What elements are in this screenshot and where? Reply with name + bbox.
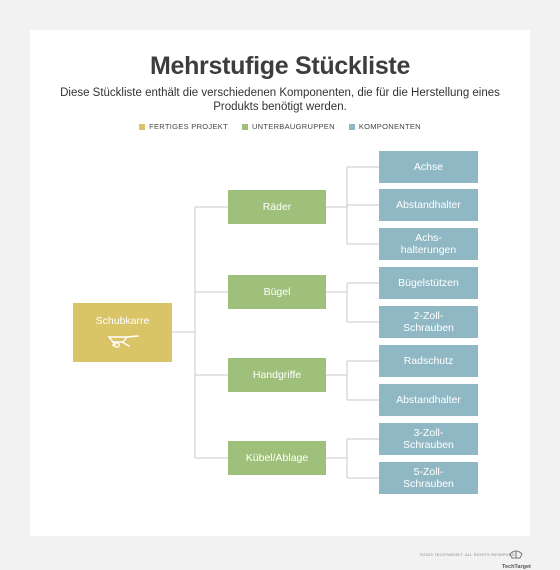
logo-text: TechTarget <box>502 564 531 570</box>
legend-swatch <box>139 123 146 130</box>
component-label: Radschutz <box>403 355 454 367</box>
wheelbarrow-icon <box>105 334 141 351</box>
legend-swatch <box>348 123 355 130</box>
subassembly-label: Räder <box>262 201 292 213</box>
component-node-5-zoll-schrauben: 5-Zoll- Schrauben <box>379 462 478 494</box>
logo-icon <box>509 546 524 564</box>
component-label: Achse <box>413 161 444 173</box>
subassembly-label: Bügel <box>263 286 291 298</box>
subassembly-node-handgriffe: Handgriffe <box>228 358 326 392</box>
component-label: 5-Zoll- Schrauben <box>403 466 454 490</box>
component-label: 2-Zoll- Schrauben <box>403 310 454 334</box>
component-node-buegelstuetzen: Bügelstützen <box>379 267 478 299</box>
root-label: Schubkarre <box>95 314 150 327</box>
component-label: 3-Zoll- Schrauben <box>403 427 454 451</box>
techtarget-logo: TechTarget <box>502 546 531 570</box>
component-node-achse: Achse <box>379 151 478 183</box>
subassembly-node-raeder: Räder <box>228 190 326 224</box>
component-node-achshalterungen: Achs- halterungen <box>379 228 478 260</box>
legend-item-subassemblies: UNTERBAUGRUPPEN <box>241 122 335 131</box>
legend: FERTIGES PROJEKT UNTERBAUGRUPPEN KOMPONE… <box>0 122 560 131</box>
component-node-abstandhalter: Abstandhalter <box>379 189 478 221</box>
subassembly-label: Kübel/Ablage <box>245 452 309 464</box>
subassembly-node-kuebel-ablage: Kübel/Ablage <box>228 441 326 475</box>
legend-label: KOMPONENTEN <box>358 122 421 131</box>
legend-label: FERTIGES PROJEKT <box>149 122 228 131</box>
page-subtitle: Diese Stückliste enthält die verschieden… <box>60 87 500 113</box>
legend-label: UNTERBAUGRUPPEN <box>251 122 335 131</box>
root-node-schubkarre: Schubkarre <box>73 303 172 362</box>
legend-item-components: KOMPONENTEN <box>348 122 421 131</box>
page-title: Mehrstufige Stückliste <box>149 52 411 80</box>
component-node-2-zoll-schrauben: 2-Zoll- Schrauben <box>379 306 478 338</box>
component-node-abstandhalter-2: Abstandhalter <box>379 384 478 416</box>
component-node-radschutz: Radschutz <box>379 345 478 377</box>
subassembly-label: Handgriffe <box>252 369 302 381</box>
subassembly-node-buegel: Bügel <box>228 275 326 309</box>
legend-item-finished-project: FERTIGES PROJEKT <box>139 122 228 131</box>
component-label: Abstandhalter <box>396 199 461 211</box>
component-label: Achs- halterungen <box>400 232 457 256</box>
legend-swatch <box>241 123 248 130</box>
component-node-3-zoll-schrauben: 3-Zoll- Schrauben <box>379 423 478 455</box>
copyright-notice: ©2023 TECHTARGET. ALL RIGHTS RESERVED <box>420 552 515 557</box>
component-label: Abstandhalter <box>396 394 461 406</box>
component-label: Bügelstützen <box>398 277 459 289</box>
